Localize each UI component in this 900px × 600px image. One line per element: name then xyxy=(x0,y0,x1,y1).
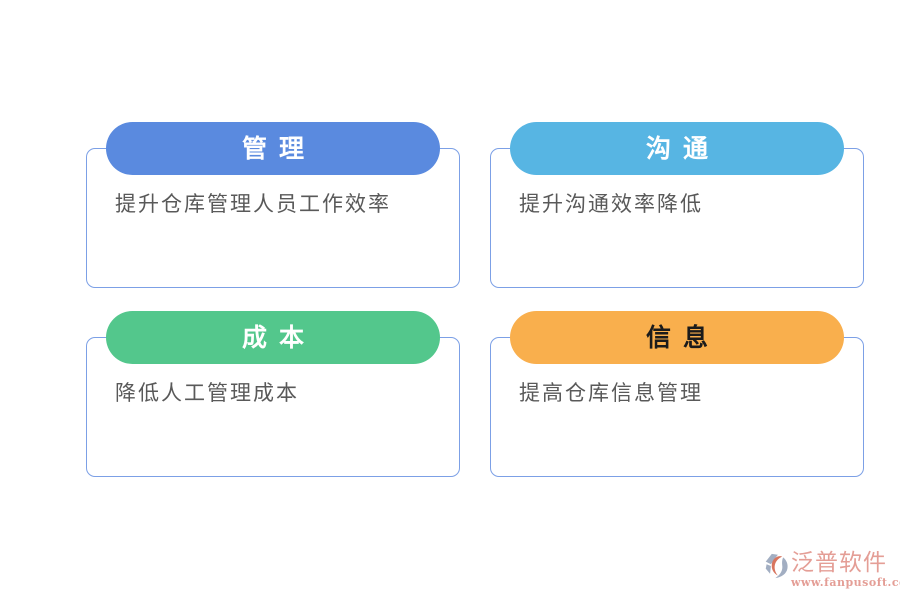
watermark-url: www.fanpusoft.com xyxy=(791,576,900,589)
card-management-title: 管理 xyxy=(241,134,316,163)
card-cost: 成本 降低人工管理成本 xyxy=(86,311,460,477)
card-communication-pill: 沟通 xyxy=(510,122,844,175)
card-cost-body: 降低人工管理成本 xyxy=(115,381,299,405)
watermark-brand: 泛普软件 xyxy=(791,550,887,576)
card-cost-pill: 成本 xyxy=(106,311,440,364)
fanpu-logo-icon xyxy=(764,552,790,584)
card-communication-title: 沟通 xyxy=(645,134,720,163)
card-communication: 沟通 提升沟通效率降低 xyxy=(490,122,864,288)
card-information-pill: 信息 xyxy=(510,311,844,364)
watermark-text: 泛普软件 www.fanpusoft.com xyxy=(791,550,900,589)
card-communication-body: 提升沟通效率降低 xyxy=(519,192,703,216)
card-management-body: 提升仓库管理人员工作效率 xyxy=(115,192,391,216)
card-management-pill: 管理 xyxy=(106,122,440,175)
card-information: 信息 提高仓库信息管理 xyxy=(490,311,864,477)
watermark: 泛普软件 www.fanpusoft.com xyxy=(764,550,900,589)
card-cost-title: 成本 xyxy=(241,323,316,352)
card-management: 管理 提升仓库管理人员工作效率 xyxy=(86,122,460,288)
card-information-body: 提高仓库信息管理 xyxy=(519,381,703,405)
card-information-title: 信息 xyxy=(645,323,720,352)
